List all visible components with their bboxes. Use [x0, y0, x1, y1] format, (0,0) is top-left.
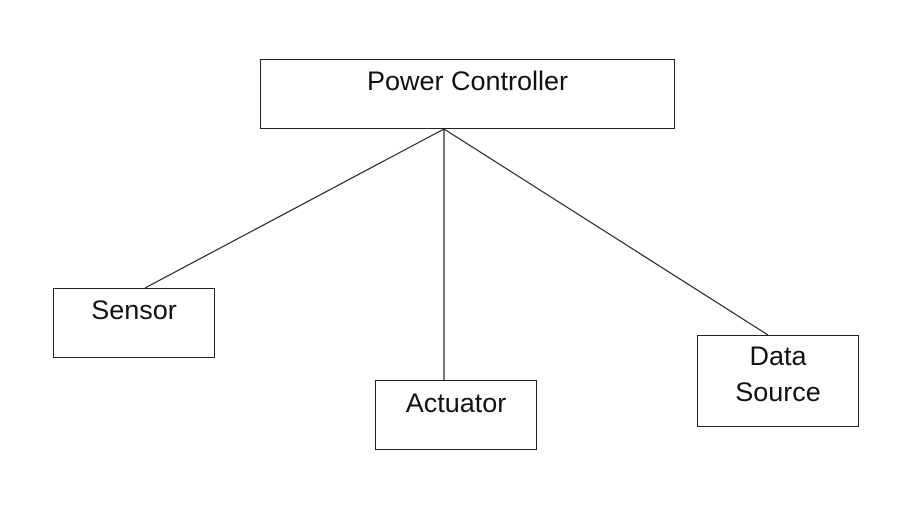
edge-power-controller-to-data-source — [443, 128, 769, 336]
node-label: Sensor — [91, 295, 177, 325]
node-actuator: Actuator — [375, 380, 537, 450]
node-power-controller: Power Controller — [260, 59, 675, 129]
node-label-line-1: Data — [749, 341, 807, 371]
node-label: Power Controller — [366, 66, 569, 96]
node-label: Actuator — [405, 388, 507, 418]
node-label-line-2: Source — [735, 377, 821, 407]
node-sensor: Sensor — [53, 288, 215, 358]
node-data-source: Data Source — [697, 335, 859, 427]
edge-power-controller-to-sensor — [144, 128, 445, 289]
